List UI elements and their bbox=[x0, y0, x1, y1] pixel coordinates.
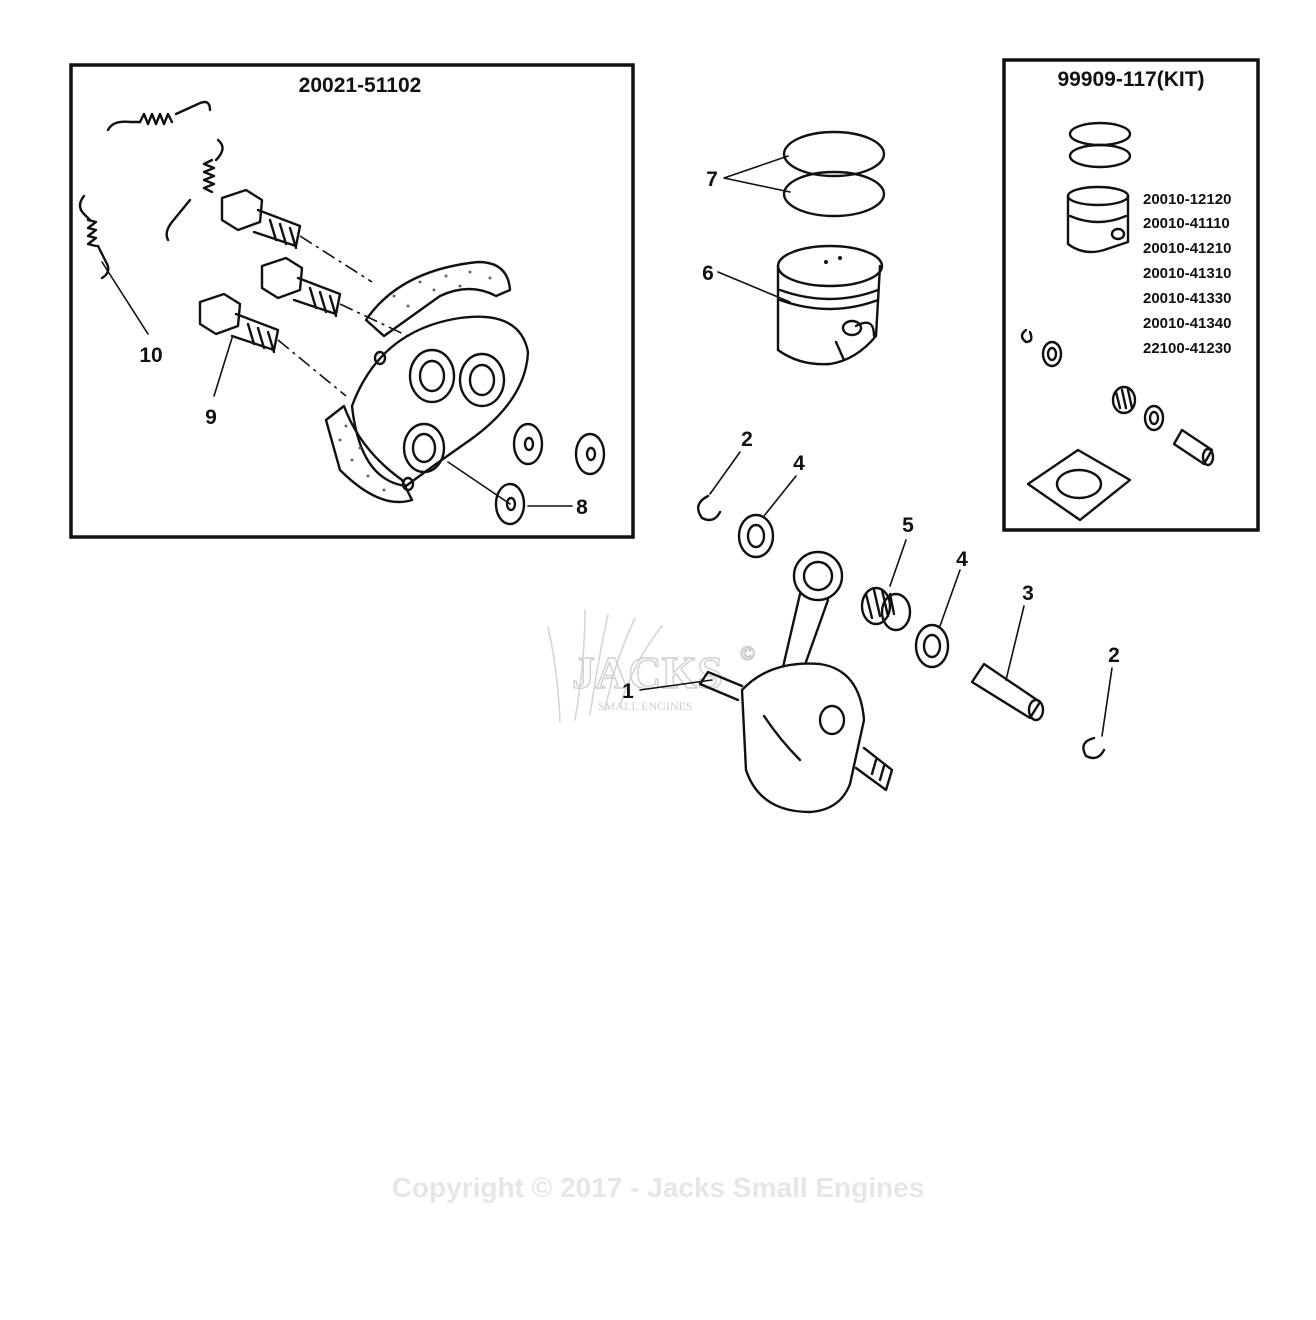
kit-part-number-4: 20010-41310 bbox=[1143, 265, 1231, 282]
clutch-box-border bbox=[69, 63, 635, 539]
kit-part-number-6: 20010-41340 bbox=[1143, 315, 1231, 332]
callout-2b: 2 bbox=[1108, 644, 1120, 667]
clutch-leader-lines bbox=[101, 261, 573, 507]
kit-box-border bbox=[1002, 58, 1260, 532]
kit-part-number-3: 20010-41210 bbox=[1143, 240, 1231, 257]
clutch-spring-2 bbox=[165, 138, 224, 242]
kit-gasket bbox=[1026, 448, 1132, 522]
clutch-shoe-assembly bbox=[324, 260, 530, 504]
kit-part-number-1: 20010-12120 bbox=[1143, 191, 1231, 208]
kit-circlip bbox=[1020, 328, 1033, 344]
kit-part-number-5: 20010-41330 bbox=[1143, 290, 1231, 307]
callout-7: 7 bbox=[706, 168, 718, 191]
callout-8: 8 bbox=[576, 496, 588, 519]
clutch-spring-3 bbox=[78, 194, 110, 280]
clutch-washer-2 bbox=[574, 432, 606, 476]
kit-part-number-2: 20010-41110 bbox=[1143, 215, 1230, 232]
watermark-mark: © bbox=[740, 643, 755, 665]
watermark-brand: JACKS bbox=[572, 647, 723, 698]
callout-4b: 4 bbox=[956, 548, 968, 571]
piston: 6 bbox=[702, 244, 884, 366]
thrust-washer-left: 4 bbox=[737, 452, 805, 559]
kit-part-number: 99909-117(KIT) bbox=[1057, 68, 1204, 91]
kit-piston bbox=[1066, 185, 1130, 254]
needle-bearing: 5 bbox=[860, 514, 914, 632]
callout-2a: 2 bbox=[741, 428, 753, 451]
callout-5: 5 bbox=[902, 514, 914, 537]
clutch-washer-1 bbox=[512, 422, 544, 466]
thrust-washer-right: 4 bbox=[914, 548, 968, 669]
copyright-notice: Copyright © 2017 - Jacks Small Engines bbox=[391, 1172, 925, 1203]
clutch-bolt-2 bbox=[260, 256, 342, 318]
piston-pin: 3 bbox=[970, 582, 1045, 722]
kit-piston-rings bbox=[1068, 121, 1132, 169]
callout-3: 3 bbox=[1022, 582, 1034, 605]
callout-1: 1 bbox=[622, 680, 634, 703]
crankshaft: 1 bbox=[622, 550, 894, 814]
kit-piston-pin bbox=[1172, 428, 1215, 467]
clutch-bolt-3 bbox=[198, 292, 280, 354]
clutch-spring-1 bbox=[106, 100, 212, 132]
kit-part-number-7: 22100-41230 bbox=[1143, 340, 1231, 357]
bolt-center-lines bbox=[277, 235, 413, 397]
kit-thrust-washer bbox=[1143, 404, 1165, 432]
clutch-assembly-box: 20021-51102 bbox=[69, 63, 635, 539]
circlip-right: 2 bbox=[1082, 644, 1120, 760]
clutch-washer-3 bbox=[494, 482, 526, 526]
kit-bearing bbox=[1111, 385, 1137, 415]
jacks-watermark-logo: JACKS © SMALL ENGINES bbox=[547, 609, 756, 723]
piston-kit-box: 99909-117(KIT) 20010-12120 20010-41110 2… bbox=[1002, 58, 1260, 532]
clutch-bolt-1 bbox=[220, 188, 302, 250]
callout-4a: 4 bbox=[793, 452, 805, 475]
circlip-left: 2 bbox=[696, 428, 753, 522]
kit-part-number-list: 20010-12120 20010-41110 20010-41210 2001… bbox=[1143, 191, 1231, 357]
callout-6: 6 bbox=[702, 262, 714, 285]
kit-washer bbox=[1041, 340, 1063, 368]
clutch-part-number: 20021-51102 bbox=[299, 74, 422, 97]
callout-9: 9 bbox=[205, 406, 217, 429]
callout-10: 10 bbox=[139, 344, 162, 367]
watermark-sub: SMALL ENGINES bbox=[598, 699, 693, 713]
piston-rings: 7 bbox=[706, 130, 886, 218]
